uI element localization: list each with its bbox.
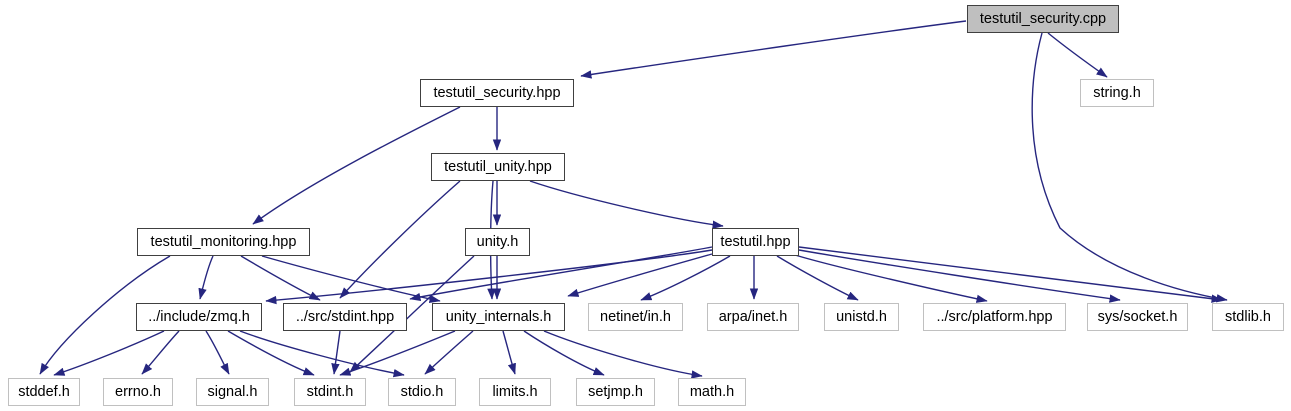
graph-node-label: testutil_unity.hpp [444, 158, 552, 175]
graph-node-testutil-monitoring-hpp[interactable]: testutil_monitoring.hpp [137, 228, 310, 256]
graph-edge [205, 330, 230, 375]
graph-edge [198, 255, 214, 300]
graph-node-label: unistd.h [836, 308, 887, 325]
graph-node-label: sys/socket.h [1097, 308, 1178, 325]
graph-edge [265, 249, 713, 305]
graph-node-label: signal.h [207, 383, 258, 400]
graph-node-unity-h[interactable]: unity.h [465, 228, 530, 256]
graph-node-src-platform-hpp[interactable]: ../src/platform.hpp [923, 303, 1066, 331]
graph-node-label: testutil.hpp [720, 233, 791, 250]
graph-edge [331, 330, 341, 375]
graph-edge [240, 255, 321, 301]
graph-node-label: math.h [689, 383, 735, 400]
graph-node-testutil-security-cpp[interactable]: testutil_security.cpp [967, 5, 1119, 33]
graph-node-label: testutil_monitoring.hpp [150, 233, 297, 250]
graph-node-stdint-h[interactable]: stdint.h [294, 378, 366, 406]
graph-node-sys-socket-h[interactable]: sys/socket.h [1087, 303, 1188, 331]
graph-node-include-zmq-h[interactable]: ../include/zmq.h [136, 303, 262, 331]
graph-edge [349, 255, 475, 373]
graph-node-label: stdint.h [306, 383, 354, 400]
graph-node-setjmp-h[interactable]: setjmp.h [576, 378, 655, 406]
graph-edge [776, 255, 859, 301]
graph-node-src-stdint-hpp[interactable]: ../src/stdint.hpp [283, 303, 407, 331]
graph-node-errno-h[interactable]: errno.h [103, 378, 173, 406]
graph-node-label: stdlib.h [1225, 308, 1271, 325]
graph-edge [523, 330, 605, 376]
graph-edge [1047, 32, 1108, 78]
graph-edge [339, 180, 461, 299]
graph-node-stdio-h[interactable]: stdio.h [388, 378, 456, 406]
graph-node-arpa-inet-h[interactable]: arpa/inet.h [707, 303, 799, 331]
graph-node-label: ../src/platform.hpp [936, 308, 1053, 325]
graph-node-math-h[interactable]: math.h [678, 378, 746, 406]
graph-edge [640, 255, 731, 301]
graph-node-signal-h[interactable]: signal.h [196, 378, 269, 406]
graph-node-label: string.h [1093, 84, 1141, 101]
graph-edge [39, 255, 171, 375]
graph-edge [529, 180, 724, 229]
graph-node-label: netinet/in.h [600, 308, 671, 325]
graph-node-label: errno.h [115, 383, 161, 400]
graph-node-unistd-h[interactable]: unistd.h [824, 303, 899, 331]
graph-node-label: limits.h [492, 383, 538, 400]
graph-edge [798, 246, 1223, 303]
graph-edge [580, 20, 967, 79]
graph-node-label: stddef.h [18, 383, 70, 400]
graph-node-unity-internals-h[interactable]: unity_internals.h [432, 303, 565, 331]
graph-edge [409, 246, 713, 302]
graph-node-label: stdio.h [400, 383, 444, 400]
graph-node-label: unity.h [476, 233, 519, 250]
graph-edge [227, 330, 315, 376]
graph-edge [53, 330, 165, 376]
graph-node-label: ../src/stdint.hpp [295, 308, 395, 325]
graph-edge [239, 330, 405, 378]
graph-node-label: testutil_security.cpp [979, 10, 1107, 27]
graph-node-label: unity_internals.h [445, 308, 552, 325]
graph-edge [424, 330, 474, 375]
graph-edge [1031, 32, 1228, 303]
graph-edge [502, 330, 516, 375]
graph-edge [252, 106, 461, 225]
graph-node-netinet-in-h[interactable]: netinet/in.h [588, 303, 683, 331]
graph-node-stddef-h[interactable]: stddef.h [8, 378, 80, 406]
graph-node-string-h[interactable]: string.h [1080, 79, 1154, 107]
graph-edge [543, 330, 703, 379]
graph-node-testutil-unity-hpp[interactable]: testutil_unity.hpp [431, 153, 565, 181]
graph-edge [798, 249, 1121, 303]
graph-node-label: ../include/zmq.h [148, 308, 250, 325]
graph-edge [141, 330, 180, 375]
graph-edge [261, 255, 441, 304]
graph-node-label: testutil_security.hpp [433, 84, 561, 101]
graph-node-label: setjmp.h [588, 383, 643, 400]
graph-edge [339, 330, 456, 376]
graph-node-limits-h[interactable]: limits.h [479, 378, 551, 406]
graph-node-label: arpa/inet.h [718, 308, 788, 325]
graph-node-testutil-security-hpp[interactable]: testutil_security.hpp [420, 79, 574, 107]
graph-node-testutil-hpp[interactable]: testutil.hpp [712, 228, 799, 256]
graph-edge [794, 254, 988, 303]
graph-edge [567, 253, 713, 297]
graph-node-stdlib-h[interactable]: stdlib.h [1212, 303, 1284, 331]
